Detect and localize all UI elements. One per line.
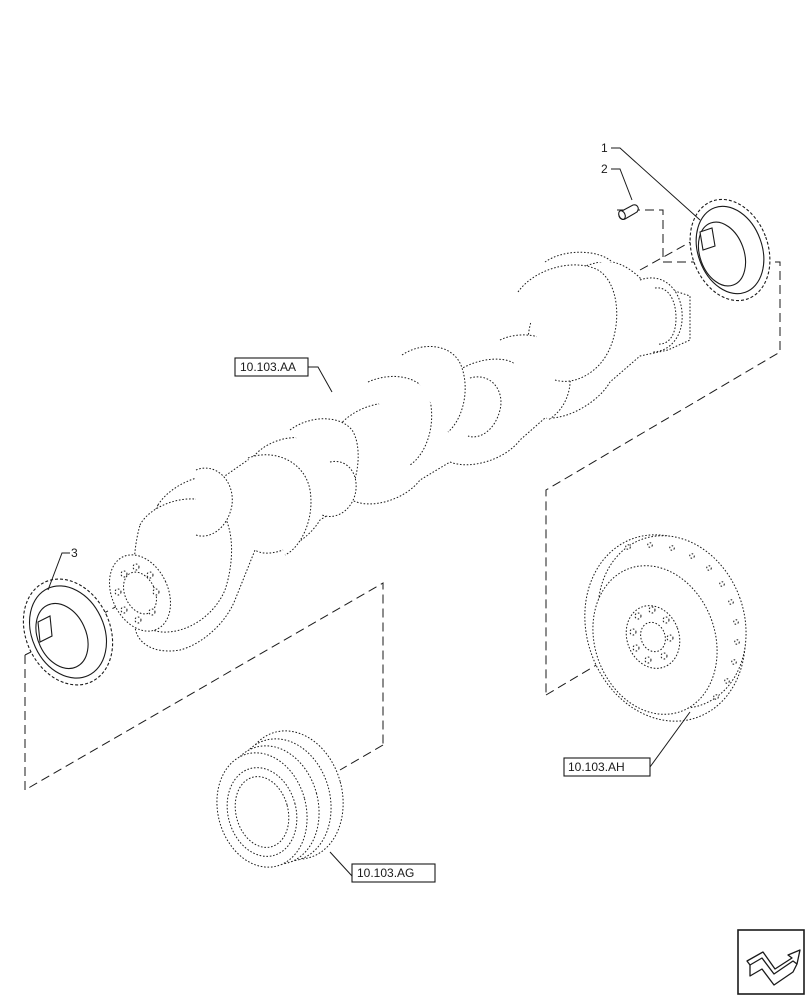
- leader-lines: [47, 147, 701, 877]
- flywheel: [584, 534, 747, 722]
- ref-10-103-ah-label[interactable]: 10.103.AH: [568, 760, 625, 774]
- ref-10-103-ah[interactable]: 10.103.AH: [563, 757, 651, 777]
- ref-10-103-ag-label[interactable]: 10.103.AG: [357, 866, 414, 880]
- timing-gear-rear: [689, 198, 771, 302]
- callout-2: 2: [601, 162, 608, 176]
- dowel-pin: [618, 204, 639, 220]
- ref-10-103-aa[interactable]: 10.103.AA: [234, 357, 309, 377]
- next-page-arrow-icon[interactable]: [737, 929, 805, 995]
- crankshaft: [109, 251, 691, 652]
- pulley-damper: [216, 730, 344, 868]
- callout-3: 3: [71, 546, 78, 560]
- callout-1: 1: [601, 141, 608, 155]
- ref-10-103-aa-label[interactable]: 10.103.AA: [240, 360, 296, 374]
- timing-gear-front: [22, 578, 114, 686]
- ref-10-103-ag[interactable]: 10.103.AG: [351, 863, 436, 883]
